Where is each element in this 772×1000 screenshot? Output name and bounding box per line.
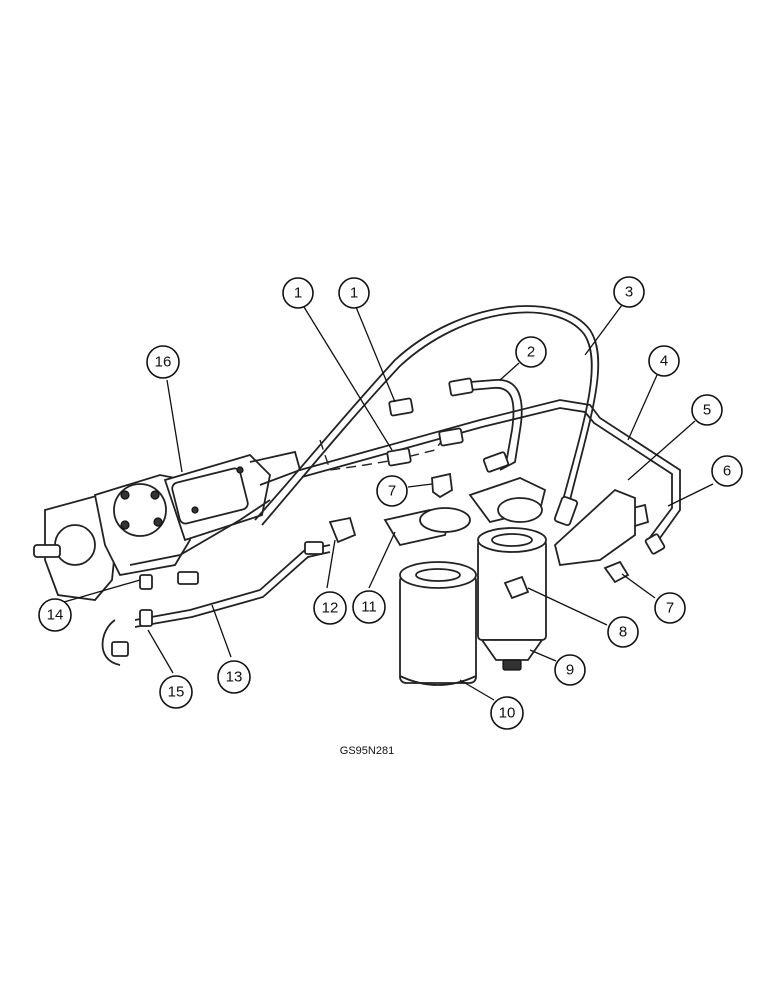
callout-label: 7 (666, 600, 674, 617)
callout-6: 6 (711, 455, 743, 487)
callout-label: 6 (723, 463, 731, 480)
callout-label: 15 (168, 684, 185, 701)
callout-label: 1 (294, 285, 302, 302)
injection-pump (33, 450, 302, 601)
callout-8: 8 (607, 616, 639, 648)
callout-label: 13 (226, 669, 243, 686)
mounting-bracket (553, 488, 636, 566)
callout-label: 2 (527, 344, 535, 361)
callout-7b: 7 (654, 592, 686, 624)
callout-14: 14 (38, 598, 72, 632)
callout-5: 5 (691, 394, 723, 426)
callout-3: 3 (613, 276, 645, 308)
callout-13: 13 (217, 660, 251, 694)
callout-label: 8 (619, 624, 627, 641)
callout-4: 4 (648, 345, 680, 377)
callout-2: 2 (515, 336, 547, 368)
callout-label: 5 (703, 402, 711, 419)
figure-code: GS95N281 (340, 745, 394, 757)
callout-16: 16 (146, 345, 180, 379)
callout-label: 3 (625, 284, 633, 301)
callout-7a: 7 (376, 475, 408, 507)
callout-label: 14 (47, 607, 64, 624)
leader-lines (63, 304, 714, 701)
callout-label: 16 (155, 354, 172, 371)
callout-9: 9 (554, 654, 586, 686)
callout-label: 1 (350, 285, 358, 302)
callout-15: 15 (159, 675, 193, 709)
callout-label: 11 (361, 599, 377, 616)
callout-label: 12 (322, 600, 339, 617)
callout-1a: 1 (282, 277, 314, 309)
fittings (111, 377, 666, 657)
filter-assembly (383, 477, 547, 686)
callout-10: 10 (490, 696, 524, 730)
callout-1b: 1 (338, 277, 370, 309)
callout-label: 9 (566, 662, 574, 679)
callout-11: 11 (352, 590, 386, 624)
callout-label: 7 (388, 483, 396, 500)
callout-12: 12 (313, 591, 347, 625)
callout-label: 10 (499, 705, 516, 722)
callout-label: 4 (660, 353, 668, 370)
